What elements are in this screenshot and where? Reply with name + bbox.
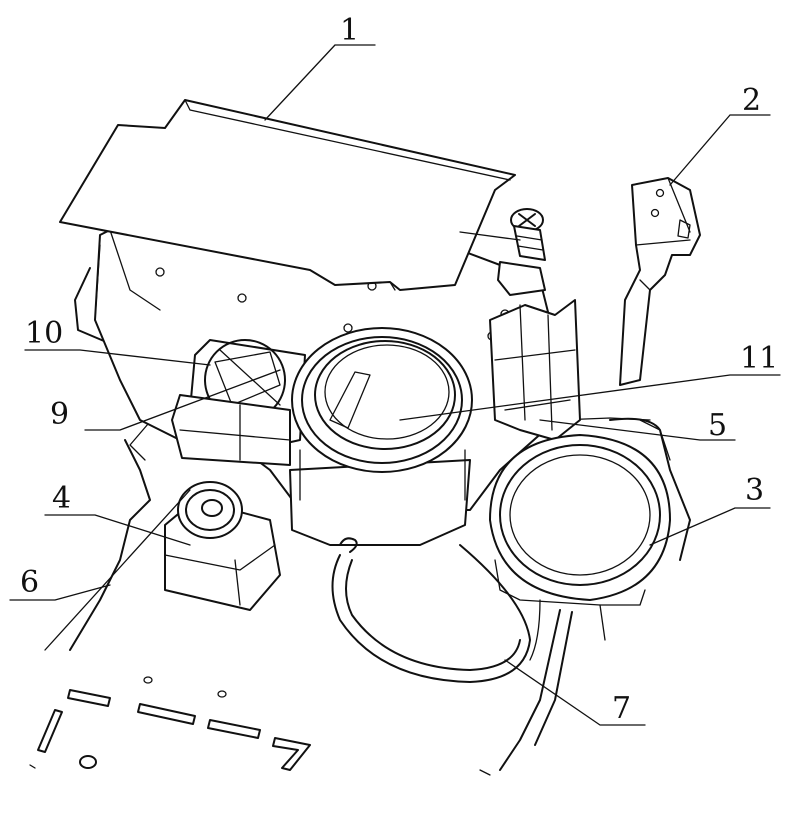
- callout-9: 9: [50, 397, 69, 432]
- clip-part: [620, 178, 700, 385]
- callout-4: 4: [52, 481, 71, 516]
- callout-5: 5: [708, 408, 727, 443]
- callout-7: 7: [612, 691, 631, 726]
- callout-10: 10: [25, 316, 63, 351]
- lens-module: [165, 482, 280, 610]
- side-bracket: [490, 300, 580, 440]
- callout-1: 1: [340, 13, 359, 48]
- callout-2: 2: [742, 83, 761, 118]
- callout-11: 11: [740, 341, 778, 376]
- lens-ring: [290, 328, 472, 552]
- callout-6: 6: [20, 565, 39, 600]
- callout-3: 3: [745, 473, 764, 508]
